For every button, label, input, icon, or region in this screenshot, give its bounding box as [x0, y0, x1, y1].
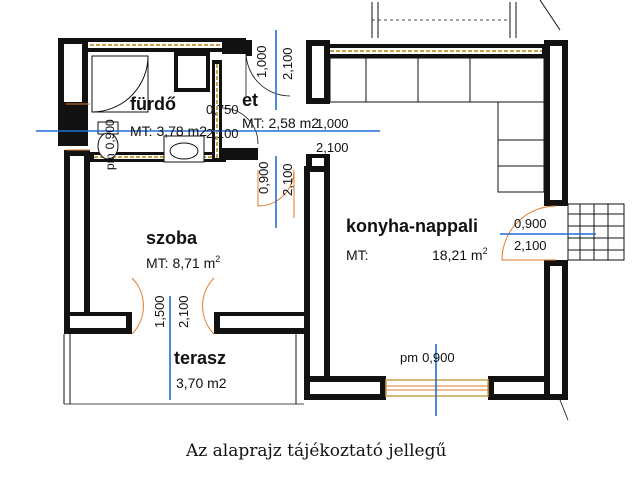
opening-2-width: 0,750 — [206, 102, 239, 117]
door-entrance — [501, 205, 557, 261]
door-hall-to-bath — [221, 107, 259, 145]
room-name-living: konyha-nappali — [346, 216, 478, 236]
opening-4-width: 0,900 — [256, 161, 271, 194]
room-name-bedroom: szoba — [146, 228, 198, 248]
opening-1-width: 1,000 — [254, 45, 269, 78]
washbasin — [163, 135, 205, 163]
right-outer-wall — [544, 40, 568, 400]
room-area-bedroom-sup: 2 — [215, 254, 220, 264]
room-area-bedroom: MT: 8,71 m2 — [146, 254, 220, 271]
terrace-outline — [63, 334, 569, 421]
shower-tray — [91, 55, 149, 113]
entrance-stairs — [567, 203, 625, 261]
disclaimer-caption: Az alaprajz tájékoztató jellegű — [185, 441, 446, 461]
opening-8-window-kitchen: pm 0,900 — [400, 350, 455, 365]
room-name-terrace: terasz — [174, 348, 226, 368]
opening-7-window-bathroom: pm 0,900 — [103, 119, 117, 170]
door-terrace — [131, 277, 215, 335]
opening-3-width: 1,000 — [316, 116, 349, 131]
opening-2-height: 2,100 — [206, 126, 239, 141]
opening-1-height: 2,100 — [280, 47, 295, 80]
left-outer-wall — [58, 38, 132, 334]
room-name-bathroom: fürdő — [130, 94, 176, 114]
opening-5-height: 2,100 — [514, 238, 547, 253]
opening-5-width: 0,900 — [514, 216, 547, 231]
opening-4-height: 2,100 — [280, 163, 295, 196]
room-name-hall: et — [242, 90, 258, 110]
upper-railing — [371, 0, 561, 38]
opening-6-width: 1,500 — [152, 295, 167, 328]
room-area-bedroom-value: MT: 8,71 m — [146, 255, 215, 271]
opening-6-height: 2,100 — [176, 295, 191, 328]
bathroom-top-wall — [60, 38, 246, 52]
opening-3-height: 2,100 — [316, 140, 349, 155]
room-area-bathroom: MT: 3,78 m2 — [130, 123, 207, 139]
room-area-living-sup: 2 — [483, 246, 488, 256]
kitchen-top-wall — [306, 44, 546, 58]
window-box-bathroom — [174, 52, 210, 92]
door-toilet-side — [66, 103, 90, 151]
kitchen-counter — [329, 57, 545, 193]
room-area-hall: MT: 2,58 m2 — [242, 115, 319, 131]
opening-8-width: 0,900 — [422, 350, 455, 365]
door-bathroom — [245, 51, 291, 97]
kitchen-bottom-window — [385, 379, 489, 397]
opening-7-width: 0,900 — [103, 119, 117, 149]
opening-7-prefix: pm — [103, 153, 117, 170]
room-area-living-prefix: MT: — [346, 247, 369, 263]
bedroom-right-wall — [214, 166, 330, 400]
bathroom-bottom-partition — [90, 60, 258, 162]
door-bedroom — [257, 169, 295, 218]
room-area-living: 18,21 m2 — [432, 246, 488, 263]
opening-8-prefix: pm — [400, 350, 418, 365]
room-area-living-value: 18,21 m — [432, 247, 483, 263]
dimension-marks — [36, 30, 596, 416]
room-area-terrace: 3,70 m2 — [176, 375, 227, 391]
